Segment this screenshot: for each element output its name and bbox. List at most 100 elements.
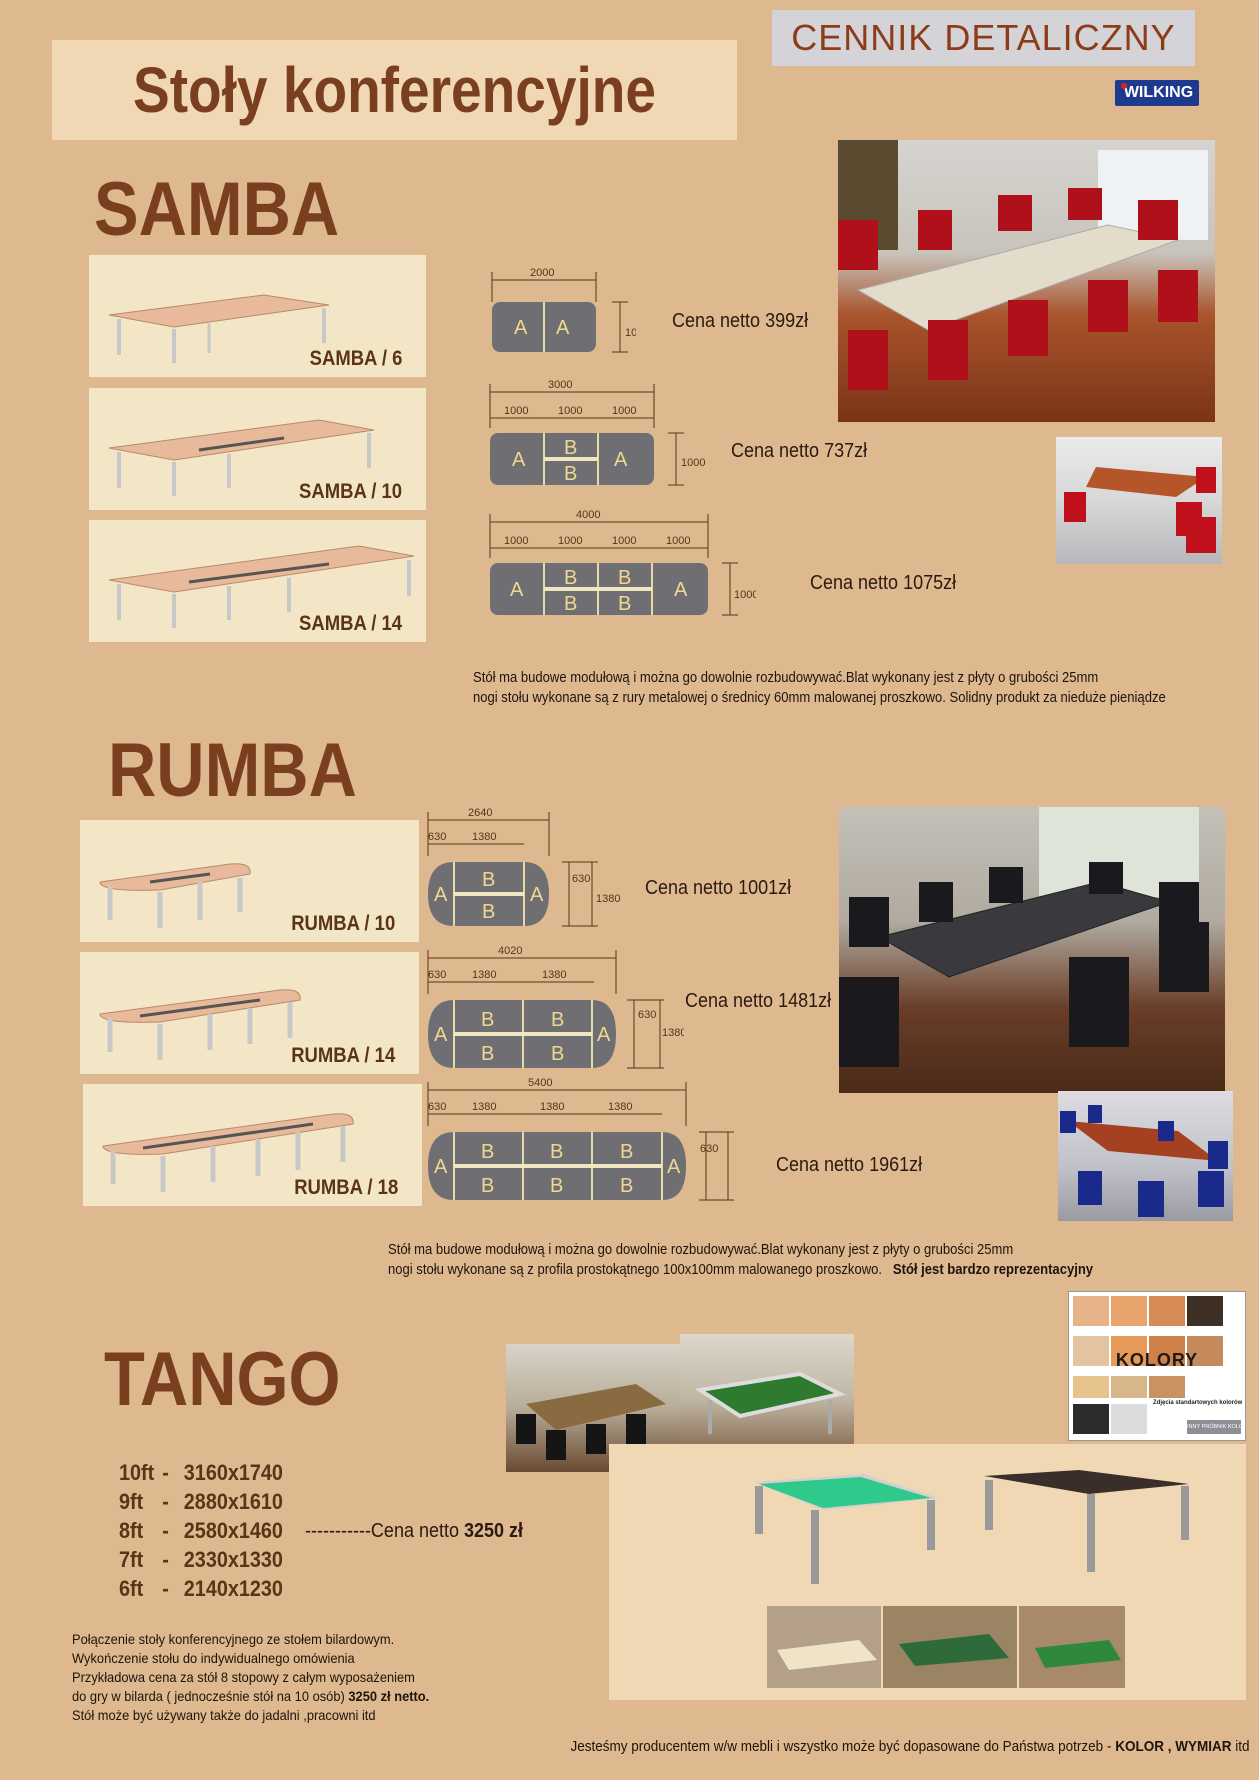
billiard-table-icon <box>754 1470 1189 1688</box>
dim-segment: 1380 <box>472 969 496 981</box>
samba-6-price: Cena netto 399zł <box>672 310 809 332</box>
samba-description-line2: nogi stołu wykonane są z rury metalowej … <box>473 690 1166 706</box>
tango-conference-photo <box>506 1344 680 1472</box>
dim-segment: 1380 <box>472 1101 496 1113</box>
module-label: B <box>551 1009 564 1031</box>
footer-note: Jesteśmy producentem w/w mebli i wszystk… <box>570 1738 1249 1755</box>
samba-10-label: SAMBA / 10 <box>298 480 402 503</box>
module-label: B <box>550 1141 563 1163</box>
colors-panel: KOLORY Zdjęcia standartowych kolorów INN… <box>1068 1291 1246 1441</box>
rumba-title: RUMBA <box>108 728 357 813</box>
rumba-18-thumbnail: RUMBA / 18 <box>83 1084 422 1206</box>
dim-segment: 1000 <box>504 535 528 547</box>
rumba-10-thumbnail: RUMBA / 10 <box>80 820 419 942</box>
tango-size-7ft: 7ft-2330x1330 <box>119 1547 283 1576</box>
dim-end: 630 <box>428 1101 446 1113</box>
table-render-icon <box>108 545 415 628</box>
module-label: B <box>620 1141 633 1163</box>
samba-10-diagram: 3000 1000 1000 1000 A B B A 1000 <box>489 379 705 486</box>
conference-room-icon <box>839 807 1209 1067</box>
rumba-small-photo <box>1058 1091 1233 1221</box>
samba-description-line1: Stół ma budowe modułową i można go dowol… <box>473 670 1099 686</box>
dim-segment: 1000 <box>558 405 582 417</box>
samba-small-photo <box>1056 437 1222 564</box>
module-label: A <box>674 579 688 601</box>
tango-size-9ft: 9ft-2880x1610 <box>119 1489 283 1518</box>
size-ft: 8ft <box>119 1518 144 1543</box>
tango-notes: Połączenie stoły konferencyjnego ze stoł… <box>72 1630 429 1725</box>
module-label: B <box>564 463 577 485</box>
dim-depth: 1000 <box>625 327 636 339</box>
module-label: B <box>481 1141 494 1163</box>
size-ft: 7ft <box>119 1547 144 1572</box>
module-label: B <box>564 593 577 615</box>
billiard-table-icon <box>694 1371 846 1434</box>
size-dims: 2330x1330 <box>183 1547 283 1572</box>
module-label: A <box>556 317 570 339</box>
tango-note-line: Wykończenie stołu do indywidualnego omów… <box>72 1650 355 1666</box>
samba-description: Stół ma budowe modułową i można go dowol… <box>473 668 1166 708</box>
dim-total: 5400 <box>528 1077 552 1089</box>
footer-bold: KOLOR , WYMIAR <box>1114 1738 1231 1755</box>
tango-title: TANGO <box>104 1337 341 1422</box>
tango-note-line: Stół może być używany także do jadalni ,… <box>72 1707 376 1723</box>
dim-total: 4000 <box>576 509 600 521</box>
rumba-18-diagram: 5400 630 1380 1380 1380 A B B B B B B A … <box>427 1077 734 1201</box>
module-label: A <box>667 1156 681 1178</box>
rumba-description: Stół ma budowe modułową i można go dowol… <box>388 1240 1093 1280</box>
dim-segment: 1380 <box>472 831 496 843</box>
dim-segment: 1000 <box>504 405 528 417</box>
rumba-10-price: Cena netto 1001zł <box>645 877 792 899</box>
tango-price: -----------Cena netto 3250 zł <box>305 1520 523 1543</box>
size-dims: 2880x1610 <box>183 1489 283 1514</box>
module-label: B <box>550 1175 563 1197</box>
wilking-logo: WILKING <box>1115 80 1199 106</box>
size-dash: - <box>162 1518 169 1543</box>
other-sampler-button[interactable]: INNY PRÓBNIK KOLORÓW <box>1187 1424 1241 1430</box>
rumba-14-diagram: 4020 630 1380 1380 A B B B B A 630 1380 <box>427 945 684 1069</box>
dim-depth: 1000 <box>734 589 756 601</box>
price-list-label: CENNIK DETALICZNY <box>772 10 1195 66</box>
dim-total: 2000 <box>530 267 554 279</box>
dim-half: 630 <box>638 1009 656 1021</box>
title-band <box>52 40 737 140</box>
module-label: A <box>434 1156 448 1178</box>
tango-price-value: 3250 zł <box>464 1520 524 1542</box>
rumba-10-label: RUMBA / 10 <box>290 912 395 935</box>
tango-note-text: do gry w bilarda ( jednocześnie stół na … <box>72 1688 345 1704</box>
logo-dot-icon <box>1120 83 1127 89</box>
dim-segment: 1380 <box>540 1101 564 1113</box>
footer-suffix: itd <box>1230 1738 1249 1755</box>
module-label: B <box>618 593 631 615</box>
size-dims: 2140x1230 <box>183 1576 283 1601</box>
module-label: A <box>614 449 628 471</box>
tango-size-list: 10ft-3160x1740 9ft-2880x1610 8ft-2580x14… <box>119 1460 301 1605</box>
dim-half: 630 <box>700 1143 718 1155</box>
conference-room-icon <box>1064 467 1216 553</box>
size-ft: 10ft <box>119 1460 155 1485</box>
table-render-icon <box>99 989 301 1060</box>
rumba-description-line1: Stół ma budowe modułową i można go dowol… <box>388 1242 1014 1258</box>
module-label: B <box>564 567 577 589</box>
module-label: B <box>618 567 631 589</box>
tango-note-line: Połączenie stoły konferencyjnego ze stoł… <box>72 1631 395 1647</box>
tango-note-bold: 3250 zł netto. <box>348 1688 430 1704</box>
module-label: A <box>514 317 528 339</box>
tango-note-line: Przykładowa cena za stół 8 stopowy z cał… <box>72 1669 415 1685</box>
dim-total: 2640 <box>468 807 492 819</box>
module-label: B <box>482 901 495 923</box>
billiard-table-icon <box>516 1384 666 1460</box>
dim-segment: 1000 <box>612 535 636 547</box>
rumba-14-price: Cena netto 1481zł <box>685 990 832 1012</box>
module-label: B <box>481 1175 494 1197</box>
samba-14-thumbnail: SAMBA / 14 <box>89 520 426 642</box>
module-label: B <box>481 1043 494 1065</box>
page-title: Stoły konferencyjne <box>132 54 657 126</box>
module-label: B <box>620 1175 633 1197</box>
module-label: A <box>434 884 448 906</box>
module-label: B <box>551 1043 564 1065</box>
size-dash: - <box>162 1460 169 1485</box>
tango-billiard-photo <box>680 1334 854 1464</box>
conference-room-icon <box>1060 1105 1228 1217</box>
rumba-description-line2-wrap: nogi stołu wykonane są z profila prostok… <box>388 1260 1093 1280</box>
